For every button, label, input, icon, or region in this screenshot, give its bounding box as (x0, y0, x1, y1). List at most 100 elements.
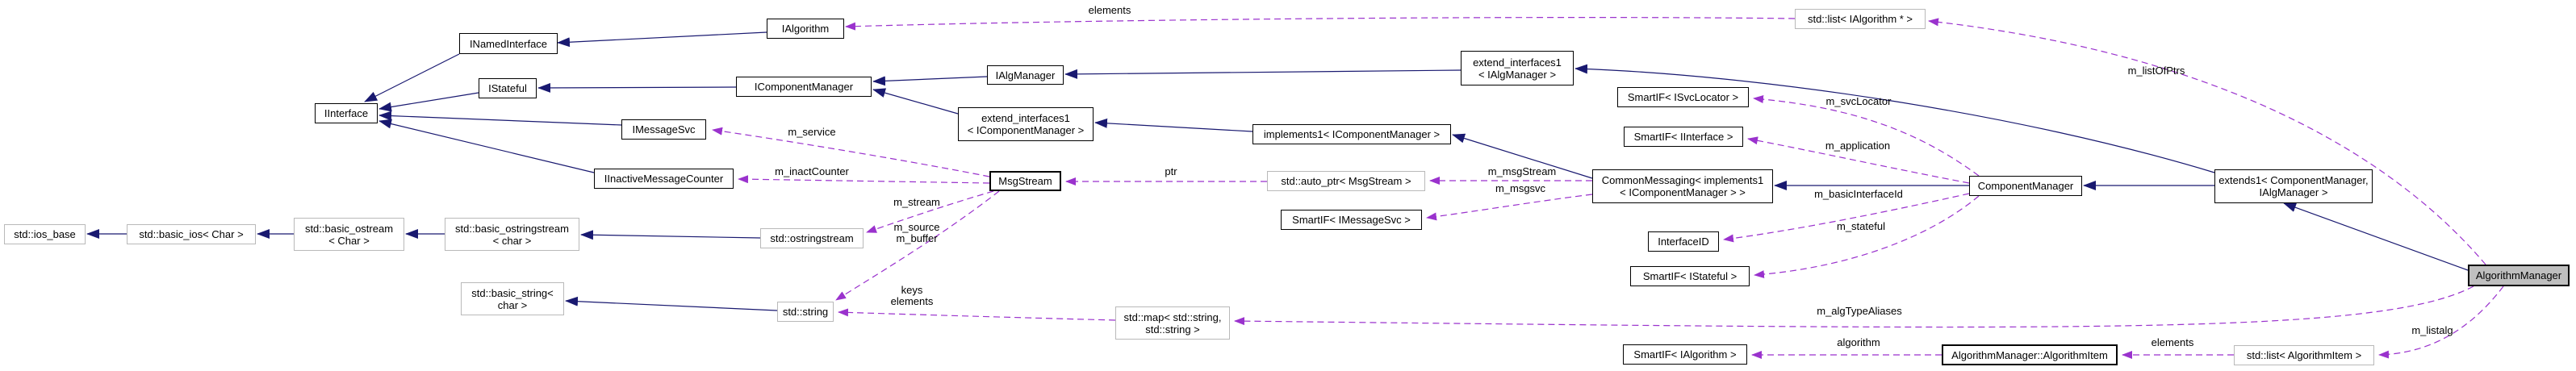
node-std-map: std::map< std::string,std::string > (1115, 306, 1230, 340)
node-label: INamedInterface (469, 37, 548, 50)
node-label: CommonMessaging< implements1 (1601, 174, 1764, 186)
node-std-string: std::string (777, 302, 834, 322)
node-label: IMessageSvc (632, 123, 696, 135)
node-extends1[interactable]: extends1< ComponentManager,IAlgManager > (2214, 169, 2373, 203)
edge-extend-interfaces1-ialgmanager-ialgmanager (1064, 69, 1462, 79)
edge-algorithmmanager-std-list-algorithmitem (2378, 286, 2504, 359)
node-inamedinterface[interactable]: INamedInterface (459, 33, 558, 54)
edge-label: ptr (1165, 165, 1177, 177)
node-label: < char > (492, 234, 532, 247)
edge-msgstream-std-ostringstream (866, 190, 994, 233)
edge-label: m_svcLocator (1826, 95, 1892, 107)
node-smartif-ialgorithm[interactable]: SmartIF< IAlgorithm > (1623, 344, 1747, 365)
node-label: IAlgorithm (781, 23, 830, 35)
node-implements1-icomponentmanager[interactable]: implements1< IComponentManager > (1252, 124, 1451, 144)
edge-ialgmanager-icomponentmanager (872, 76, 988, 86)
node-label: implements1< IComponentManager > (1263, 128, 1441, 140)
edge-inamedinterface-iinterface (364, 53, 460, 102)
node-std-ostringstream: std::ostringstream (760, 228, 864, 248)
node-extend-interfaces1-icomponentmanager[interactable]: extend_interfaces1< IComponentManager > (958, 107, 1094, 141)
node-label: std::list< AlgorithmItem > (2246, 349, 2362, 361)
edge-iinactivemessagecounter-iinterface (378, 119, 595, 173)
node-label: std::string > (1145, 323, 1200, 336)
node-label: std::ostringstream (770, 232, 854, 244)
node-label: IStateful (488, 82, 527, 94)
node-extend-interfaces1-ialgmanager[interactable]: extend_interfaces1< IAlgManager > (1461, 51, 1574, 85)
edge-std-map-std-string (838, 308, 1116, 321)
node-std-list-algorithmitem: std::list< AlgorithmItem > (2234, 345, 2374, 365)
edge-std-list-ialgorithm-ialgorithm (845, 17, 1796, 31)
node-smartif-isvclocator[interactable]: SmartIF< ISvcLocator > (1617, 87, 1749, 107)
node-std-ios-base: std::ios_base (4, 224, 86, 244)
edge-msgstream-std-string (835, 190, 1000, 301)
node-label: IAlgManager (995, 69, 1056, 81)
node-label: std::basic_ostringstream (455, 222, 569, 235)
node-std-basic-ostringstream: std::basic_ostringstream< char > (445, 218, 579, 251)
node-label: extends1< ComponentManager, (2218, 174, 2369, 186)
node-label: ComponentManager (1977, 180, 2074, 192)
node-label: extend_interfaces1 (981, 112, 1070, 124)
node-label: IInactiveMessageCounter (604, 173, 724, 185)
edge-std-string-std-basic-string (565, 296, 778, 311)
node-icomponentmanager[interactable]: IComponentManager (736, 77, 872, 97)
node-label: std::basic_string< (471, 286, 554, 299)
edge-label: m_service (788, 126, 835, 138)
node-label: extend_interfaces1 (1473, 56, 1562, 69)
node-iinactivemessagecounter[interactable]: IInactiveMessageCounter (594, 169, 734, 189)
node-label: SmartIF< ISvcLocator > (1627, 91, 1739, 103)
edge-algorithmmanager-std-list-ialgorithm (1928, 18, 2486, 265)
edge-componentmanager-smartif-isvclocator (1753, 95, 1980, 177)
edge-label: m_msgsvc (1495, 182, 1546, 194)
edge-commonmessaging-smartif-imessagesvc (1426, 194, 1593, 221)
node-std-basic-ostream: std::basic_ostream< Char > (294, 218, 404, 251)
node-std-basic-ios: std::basic_ios< Char > (127, 224, 256, 244)
node-imessagesvc[interactable]: IMessageSvc (621, 119, 706, 140)
node-ialgmanager[interactable]: IAlgManager (987, 65, 1064, 85)
node-smartif-imessagesvc[interactable]: SmartIF< IMessageSvc > (1281, 210, 1422, 230)
edge-label: keys (901, 284, 923, 296)
node-smartif-istateful[interactable]: SmartIF< IStateful > (1630, 266, 1750, 286)
node-label: < IComponentManager > (967, 124, 1085, 136)
node-label: IComponentManager (754, 81, 854, 93)
node-std-auto-ptr-msgstream: std::auto_ptr< MsgStream > (1267, 171, 1425, 191)
edge-label: elements (2152, 336, 2194, 348)
node-label: std::string (782, 306, 829, 318)
edge-label: m_source (893, 221, 939, 233)
node-componentmanager[interactable]: ComponentManager (1969, 176, 2082, 196)
node-label: SmartIF< IInterface > (1633, 131, 1733, 143)
edge-implements1-icomponentmanager-extend-interfaces1-icomponentmanager (1094, 118, 1253, 132)
node-algorithmmanager-algorithmitem[interactable]: AlgorithmManager::AlgorithmItem (1942, 344, 2118, 365)
edge-label: elements (1089, 4, 1131, 16)
node-label: SmartIF< IMessageSvc > (1292, 214, 1411, 226)
node-label: < IAlgManager > (1478, 68, 1557, 81)
edge-msgstream-imessagesvc (712, 127, 990, 177)
node-algorithmmanager[interactable]: AlgorithmManager (2468, 265, 2570, 286)
node-label: SmartIF< IAlgorithm > (1633, 348, 1737, 361)
node-ialgorithm[interactable]: IAlgorithm (767, 19, 844, 39)
node-label: IInterface (324, 107, 369, 119)
edge-extend-interfaces1-icomponentmanager-icomponentmanager (872, 88, 959, 115)
node-label: std::ios_base (14, 228, 76, 240)
node-istateful[interactable]: IStateful (479, 78, 537, 98)
edge-istateful-iinterface (378, 92, 479, 112)
edge-label: m_listalg (2411, 324, 2453, 336)
node-smartif-iinterface[interactable]: SmartIF< IInterface > (1624, 127, 1743, 147)
edge-label: m_listOfPtrs (2128, 65, 2185, 77)
node-label: std::basic_ios< Char > (139, 228, 244, 240)
edge-msgstream-iinactivemessagecounter (738, 175, 990, 184)
edge-label: m_buffer (896, 232, 938, 244)
edge-icomponentmanager-istateful (537, 82, 737, 93)
node-interfaceid[interactable]: InterfaceID (1648, 231, 1719, 252)
edge-label: m_application (1825, 140, 1890, 152)
edge-label: elements (891, 295, 934, 307)
node-label: < Char > (328, 234, 370, 247)
node-iinterface[interactable]: IInterface (315, 103, 378, 123)
node-commonmessaging[interactable]: CommonMessaging< implements1< IComponent… (1592, 169, 1773, 203)
edge-extends1-extend-interfaces1-ialgmanager (1574, 64, 2215, 173)
node-msgstream[interactable]: MsgStream (989, 171, 1061, 191)
node-std-basic-string: std::basic_string<char > (461, 282, 564, 315)
node-label: IAlgManager > (2259, 186, 2328, 198)
node-label: < IComponentManager > > (1620, 186, 1746, 198)
